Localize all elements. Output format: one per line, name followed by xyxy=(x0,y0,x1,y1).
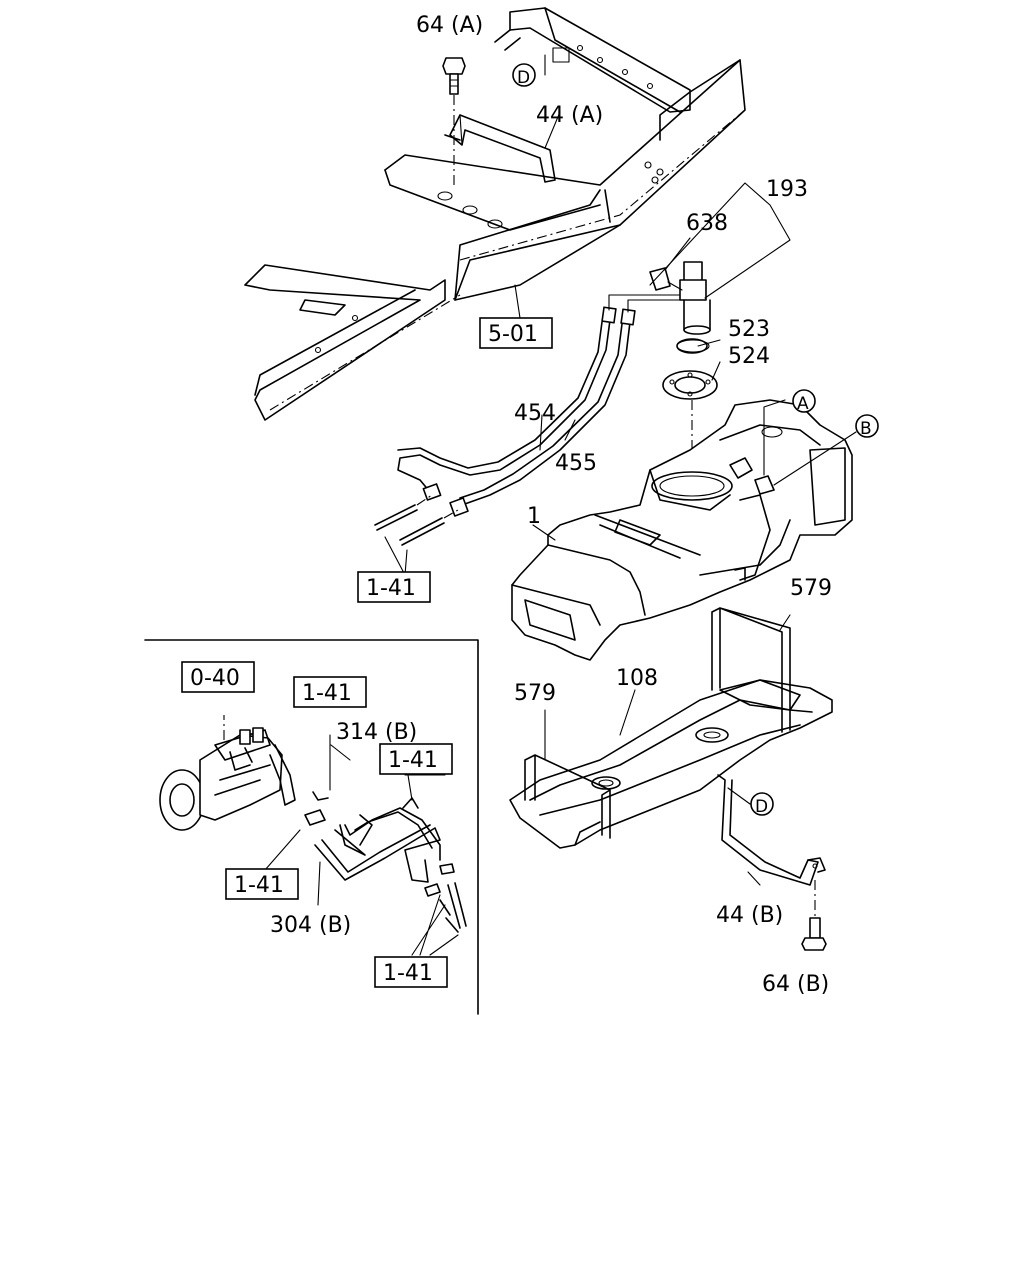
marker-b-text: B xyxy=(860,419,872,439)
ref-box-1-41-inset-3-text: 1-41 xyxy=(234,873,284,898)
ref-box-1-41-inset-1-text: 1-41 xyxy=(302,681,352,706)
marker-d-upper-text: D xyxy=(517,68,530,88)
label-pipe-455: 455 xyxy=(555,451,597,476)
label-protector-579-left: 579 xyxy=(514,681,556,706)
label-sender-638: 638 xyxy=(686,211,728,236)
hose-pieces-upper xyxy=(374,494,459,576)
label-protector-108: 108 xyxy=(616,666,658,691)
bolt-64b xyxy=(801,880,827,951)
marker-d-lower: D xyxy=(750,792,774,817)
ref-box-1-41-inset-2-text: 1-41 xyxy=(388,748,438,773)
ref-box-1-41-inset-2: 1-41 xyxy=(379,743,453,775)
label-hose-314b: 314 (B) xyxy=(336,720,417,745)
strap-579-right xyxy=(711,607,791,733)
ref-box-1-41-inset-4: 1-41 xyxy=(374,956,448,988)
strap-579-left xyxy=(524,754,611,839)
label-bolt-64a: 64 (A) xyxy=(416,13,483,38)
marker-a-text: A xyxy=(797,394,809,414)
ref-box-1-41-inset-3: 1-41 xyxy=(225,868,299,900)
inset-border xyxy=(144,639,479,1015)
ref-box-1-41-inset-4-text: 1-41 xyxy=(383,961,433,986)
marker-a: A xyxy=(792,389,816,414)
fuel-tank xyxy=(511,399,853,661)
injection-pump xyxy=(159,715,296,831)
ref-box-0-40: 0-40 xyxy=(181,661,255,693)
bracket-44b xyxy=(717,774,826,886)
ref-box-5-01-text: 5-01 xyxy=(488,322,538,347)
label-tank-1: 1 xyxy=(527,504,541,529)
ref-box-1-41-upper-text: 1-41 xyxy=(366,576,416,601)
leader-a xyxy=(763,399,786,476)
label-o-ring-523: 523 xyxy=(728,317,770,342)
leaders xyxy=(514,54,791,886)
o-ring-523 xyxy=(676,338,708,354)
leader-b xyxy=(773,431,857,486)
centerline-frame xyxy=(269,109,746,411)
label-retainer-524: 524 xyxy=(728,344,770,369)
frame-rail-upper xyxy=(494,7,691,113)
leader-d-lower xyxy=(727,787,751,805)
marker-d-upper: D xyxy=(512,63,536,88)
inset-hoses xyxy=(264,734,467,956)
label-bolt-64b: 64 (B) xyxy=(762,972,829,997)
bolt-64a xyxy=(442,57,466,185)
tank-protector xyxy=(509,679,833,849)
frame-rail-main xyxy=(384,59,746,301)
ref-box-0-40-text: 0-40 xyxy=(190,666,240,691)
ref-box-5-01: 5-01 xyxy=(479,317,553,349)
label-pipe-454: 454 xyxy=(514,401,556,426)
retainer-524 xyxy=(662,370,718,400)
label-bracket-44a: 44 (A) xyxy=(536,103,603,128)
label-hose-304b: 304 (B) xyxy=(270,913,351,938)
label-assembly-193: 193 xyxy=(766,177,808,202)
marker-d-lower-text: D xyxy=(755,797,768,817)
label-bracket-44b: 44 (B) xyxy=(716,903,783,928)
frame-rail-lower xyxy=(244,264,446,421)
label-protector-579-right: 579 xyxy=(790,576,832,601)
fuel-pipes xyxy=(397,294,701,517)
marker-b: B xyxy=(855,414,879,439)
fuel-sender-assembly xyxy=(649,261,711,353)
ref-box-1-41-inset-1: 1-41 xyxy=(293,676,367,708)
ref-box-1-41-upper: 1-41 xyxy=(357,571,431,603)
bracket-44a xyxy=(444,114,556,183)
